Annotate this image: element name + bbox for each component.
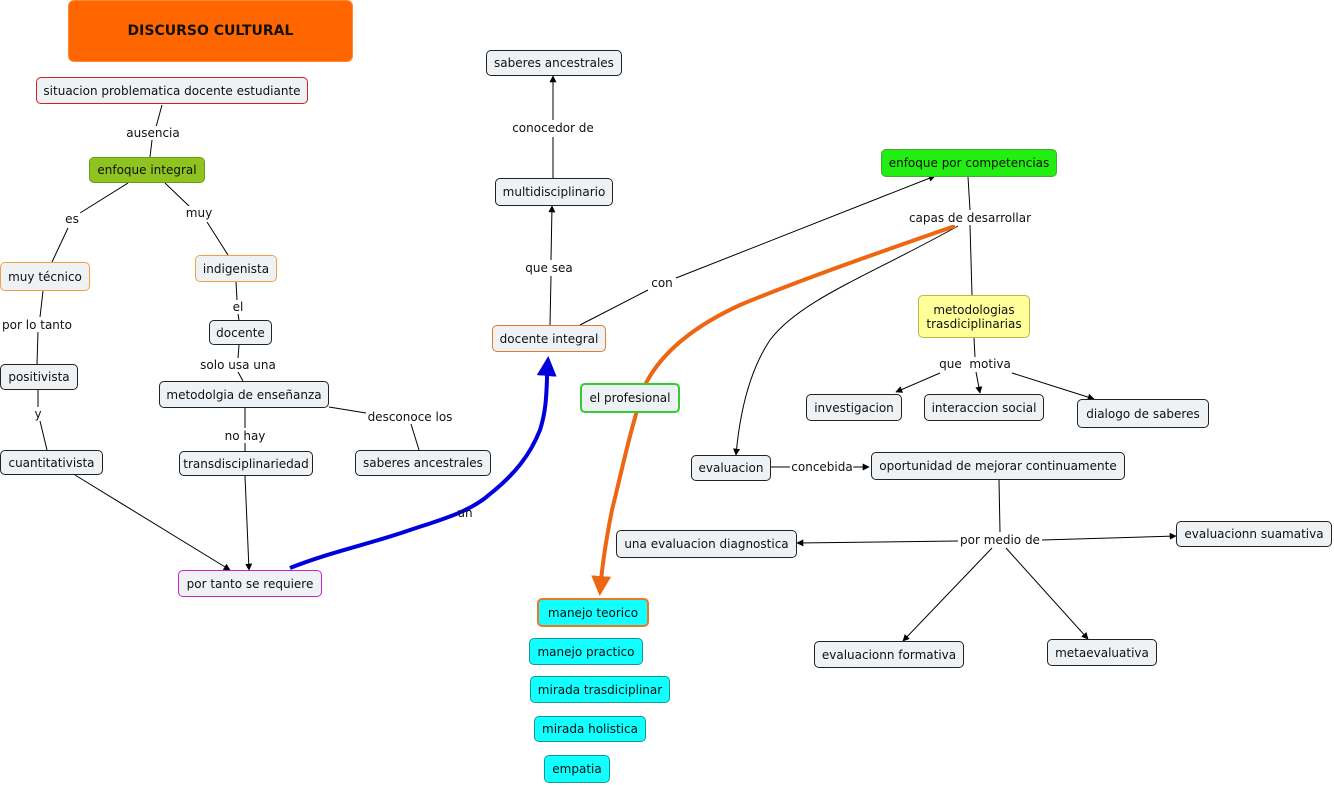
link-indigenista-el xyxy=(235,281,238,301)
link-pormedio-sumativa xyxy=(1041,532,1177,541)
link-pormedio-formativa xyxy=(902,547,993,642)
label-conocedor-de: conocedor de xyxy=(511,121,595,135)
link-tecnico-porlotanto xyxy=(39,290,44,318)
node-docente-integral[interactable]: docente integral xyxy=(492,325,606,352)
link-el-docente xyxy=(237,313,240,321)
node-metodologia-ensenanza[interactable]: metodolgia de enseñanza xyxy=(159,381,329,408)
label-concebida: concebida xyxy=(790,460,854,474)
link-muy-indigenista xyxy=(206,221,229,256)
node-docente[interactable]: docente xyxy=(209,320,272,345)
label-por-medio-de: por medio de xyxy=(959,533,1041,547)
node-saberes-ancestrales-left[interactable]: saberes ancestrales xyxy=(355,450,491,476)
node-enfoque-por-competencias[interactable]: enfoque por competencias xyxy=(881,149,1057,177)
link-docente-solousa xyxy=(237,344,240,359)
label-no-hay: no hay xyxy=(223,429,267,443)
link-desconoce-saberes xyxy=(410,423,420,451)
label-con: con xyxy=(650,276,674,290)
node-indigenista[interactable]: indigenista xyxy=(195,255,277,282)
label-el: el xyxy=(231,300,245,314)
node-multidisciplinario[interactable]: multidisciplinario xyxy=(495,178,613,206)
node-oportunidad-mejorar[interactable]: oportunidad de mejorar continuamente xyxy=(871,452,1125,480)
node-transdisciplinariedad[interactable]: transdisciplinariedad xyxy=(179,451,313,476)
label-un: un xyxy=(457,506,473,520)
node-empatia[interactable]: empatia xyxy=(544,755,610,783)
link-cuantitativista-portanto xyxy=(74,474,231,571)
link-es-tecnico xyxy=(51,227,69,263)
node-cuantitativista[interactable]: cuantitativista xyxy=(0,450,103,475)
label-que-sea: que sea xyxy=(524,261,574,275)
label-ausencia: ausencia xyxy=(125,126,181,140)
link-solousa-metodologia xyxy=(237,371,244,382)
node-evaluacion-formativa[interactable]: evaluacionn formativa xyxy=(814,641,964,668)
node-muy-tecnico[interactable]: muy técnico xyxy=(0,262,90,291)
link-pormedio-diagnostica xyxy=(796,539,959,547)
node-manejo-teorico[interactable]: manejo teorico xyxy=(537,598,649,627)
node-enfoque-integral[interactable]: enfoque integral xyxy=(89,157,205,183)
node-dialogo-de-saberes[interactable]: dialogo de saberes xyxy=(1077,399,1209,428)
node-manejo-practico[interactable]: manejo practico xyxy=(529,638,643,665)
node-investigacion[interactable]: investigacion xyxy=(806,394,902,421)
node-interaccion-social[interactable]: interaccion social xyxy=(924,394,1044,421)
link-quemotiva-interaccion xyxy=(975,371,983,394)
node-metaevaluativa[interactable]: metaevaluativa xyxy=(1047,639,1157,666)
node-saberes-ancestrales-top[interactable]: saberes ancestrales xyxy=(486,50,622,76)
node-evaluacion-sumativa[interactable]: evaluacionn suamativa xyxy=(1176,521,1332,547)
link-pormedio-metaevaluativa xyxy=(1005,547,1089,640)
node-metodologias-trasdiciplinarias[interactable]: metodologias trasdiciplinarias xyxy=(918,295,1030,338)
link-quemotiva-investigacion xyxy=(895,372,941,393)
node-por-tanto-se-requiere[interactable]: por tanto se requiere xyxy=(178,570,322,597)
link-capas-metodologias xyxy=(969,224,973,296)
label-desconoce-los: desconoce los xyxy=(366,410,454,424)
link-metodologias-quemotiva xyxy=(973,337,976,358)
node-evaluacion-diagnostica[interactable]: una evaluacion diagnostica xyxy=(616,530,797,558)
label-es: es xyxy=(64,212,80,226)
link-quemotiva-dialogo xyxy=(1011,372,1095,401)
link-docenteintegral-quesea xyxy=(549,275,552,326)
node-mirada-trasdiciplinar[interactable]: mirada trasdiciplinar xyxy=(530,676,670,703)
link-capas-evaluacion xyxy=(733,225,959,456)
page-title: DISCURSO CULTURAL xyxy=(68,0,353,62)
node-evaluacion[interactable]: evaluacion xyxy=(691,455,771,481)
label-capas-de-desarrollar: capas de desarrollar xyxy=(907,211,1033,225)
link-con-competencias xyxy=(675,175,936,279)
link-oportunidad-pormedio xyxy=(998,479,1001,533)
link-ausencia-enfoque xyxy=(149,139,153,158)
link-blue-un xyxy=(289,356,557,570)
link-enfoque-muy xyxy=(164,182,191,208)
label-solo-usa-una: solo usa una xyxy=(199,358,277,372)
link-docenteintegral-con xyxy=(579,289,649,326)
label-por-lo-tanto: por lo tanto xyxy=(1,318,73,332)
node-mirada-holistica[interactable]: mirada holistica xyxy=(534,716,646,742)
label-muy: muy xyxy=(184,206,214,220)
link-situacion-ausencia xyxy=(155,104,163,128)
node-situacion-problematica[interactable]: situacion problematica docente estudiant… xyxy=(36,77,308,104)
link-metodologia-desconoce xyxy=(328,406,367,414)
label-y: y xyxy=(33,407,43,421)
link-orange-manejo xyxy=(591,224,956,596)
link-enfoque-es xyxy=(79,182,129,214)
link-porlotanto-positivista xyxy=(36,331,39,365)
link-transdisciplinariedad-portanto xyxy=(244,475,253,571)
node-positivista[interactable]: positivista xyxy=(0,364,78,390)
link-quesea-multidisciplinario xyxy=(548,205,556,261)
link-competencias-capas xyxy=(967,176,971,211)
link-y-cuantitativista xyxy=(39,420,48,451)
node-el-profesional[interactable]: el profesional xyxy=(580,383,680,413)
label-que-motiva: que motiva xyxy=(938,357,1012,371)
